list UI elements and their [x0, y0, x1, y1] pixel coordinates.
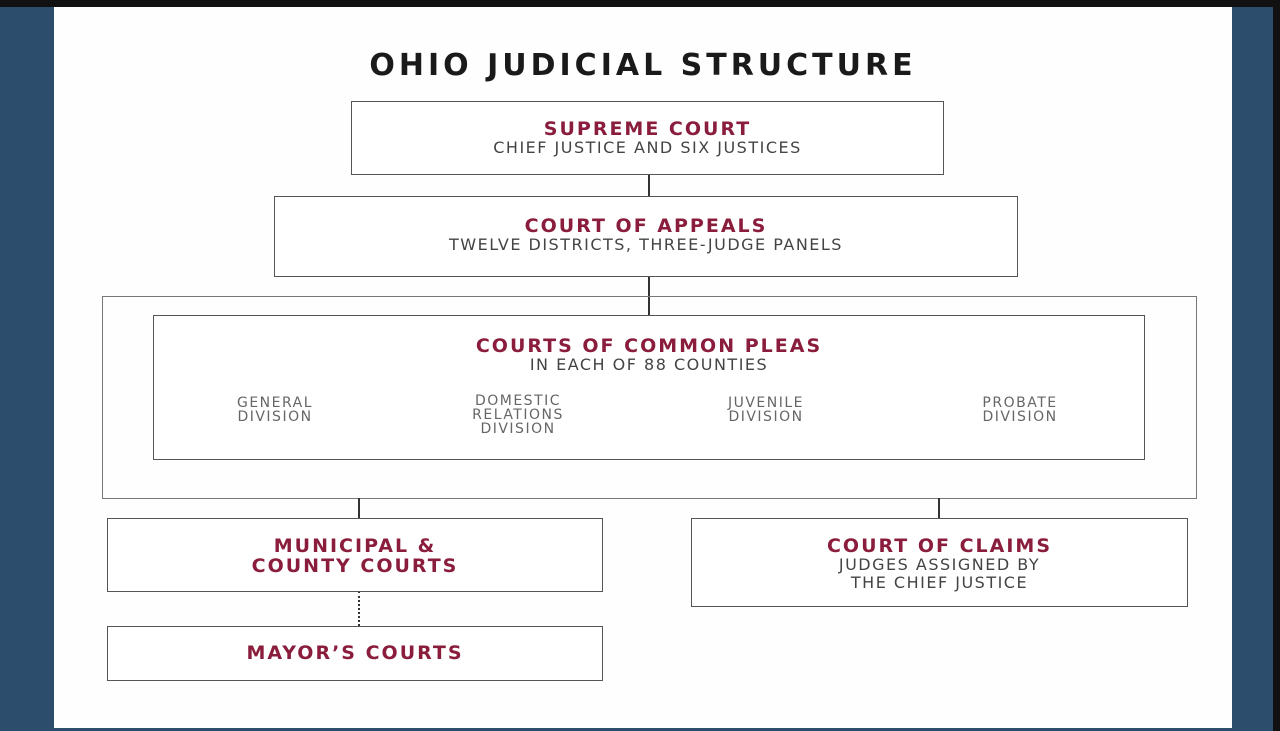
municipal-line2: COUNTY COURTS	[251, 555, 459, 577]
juvenile-division: JUVENILE DIVISION	[666, 396, 866, 424]
top-bar	[0, 0, 1280, 7]
supreme-court-box: SUPREME COURT CHIEF JUSTICE AND SIX JUST…	[351, 101, 944, 175]
division-line: DIVISION	[982, 409, 1058, 425]
probate-division: PROBATE DIVISION	[920, 396, 1120, 424]
court-of-appeals-box: COURT OF APPEALS TWELVE DISTRICTS, THREE…	[274, 196, 1018, 277]
common-pleas-desc: IN EACH OF 88 COUNTIES	[529, 355, 769, 374]
division-line: GENERAL	[236, 395, 314, 411]
general-division: GENERAL DIVISION	[175, 396, 375, 424]
supreme-court-desc: CHIEF JUSTICE AND SIX JUSTICES	[493, 138, 802, 157]
common-pleas-name: COURTS OF COMMON PLEAS	[475, 335, 823, 357]
trial-courts-bracket	[102, 296, 1197, 499]
municipal-line1: MUNICIPAL &	[273, 535, 437, 557]
division-line: DOMESTIC	[474, 393, 562, 409]
municipal-county-courts-box: MUNICIPAL & COUNTY COURTS	[107, 518, 603, 592]
division-line: PROBATE	[982, 395, 1058, 411]
diagram-title: OHIO JUDICIAL STRUCTURE	[369, 48, 917, 83]
connector-claims	[938, 498, 940, 518]
mayors-courts-box: MAYOR’S COURTS	[107, 626, 603, 681]
division-line: RELATIONS	[472, 407, 564, 423]
appeals-name: COURT OF APPEALS	[524, 215, 768, 237]
claims-line1: JUDGES ASSIGNED BY	[838, 555, 1041, 574]
division-line: DIVISION	[237, 409, 313, 425]
connector-appeals-pleas	[648, 276, 650, 315]
connector-mayors-dotted	[358, 591, 360, 626]
claims-name: COURT OF CLAIMS	[826, 535, 1053, 557]
division-line: DIVISION	[728, 409, 804, 425]
mayors-name: MAYOR’S COURTS	[246, 642, 464, 664]
domestic-relations-division: DOMESTIC RELATIONS DIVISION	[418, 394, 618, 436]
connector-supreme-appeals	[648, 174, 650, 196]
right-edge	[1273, 0, 1280, 731]
claims-line2: THE CHIEF JUSTICE	[850, 573, 1029, 592]
division-line: DIVISION	[480, 421, 556, 437]
common-pleas-box: COURTS OF COMMON PLEAS IN EACH OF 88 COU…	[153, 315, 1145, 460]
division-line: JUVENILE	[727, 395, 805, 411]
supreme-court-name: SUPREME COURT	[543, 118, 752, 140]
appeals-desc: TWELVE DISTRICTS, THREE-JUDGE PANELS	[449, 235, 843, 254]
connector-municipal	[358, 498, 360, 518]
court-of-claims-box: COURT OF CLAIMS JUDGES ASSIGNED BY THE C…	[691, 518, 1188, 607]
